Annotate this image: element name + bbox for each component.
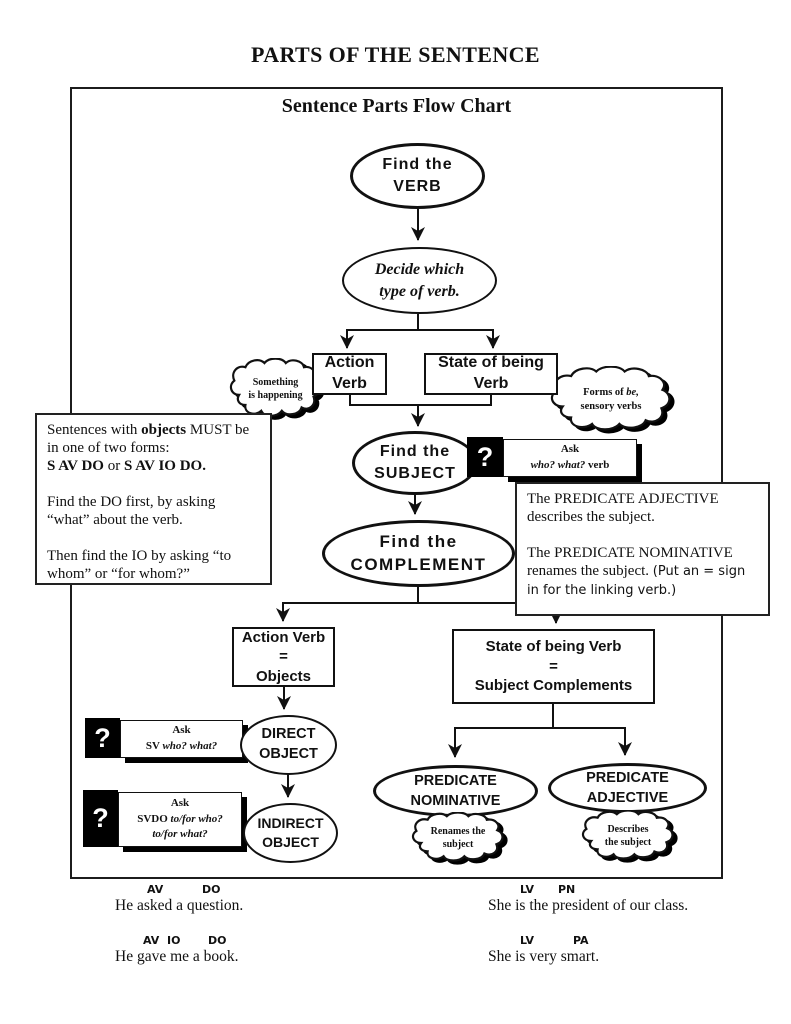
chart-heading: Sentence Parts Flow Chart — [281, 95, 512, 117]
cloud-something-is-happening: Something is happening — [228, 358, 323, 420]
grammar-label: AV — [143, 934, 160, 947]
node-action-verb-objects: Action Verb = Objects — [232, 627, 335, 687]
ask-direct-object-box: Ask SV who? what? — [120, 720, 243, 758]
question-mark-badge: ? — [467, 437, 503, 477]
grammar-label: IO — [167, 934, 181, 947]
node-find-verb: Find the VERB — [350, 143, 485, 209]
node-state-verb-subject-complements: State of being Verb = Subject Complement… — [452, 629, 655, 704]
predicate-note: The PREDICATE ADJECTIVE describes the su… — [515, 482, 770, 616]
node-find-subject: Find the SUBJECT — [352, 431, 478, 495]
page-title: PARTS OF THE SENTENCE — [250, 42, 540, 67]
ask-subject-box: Ask who? what? verb — [503, 439, 637, 477]
cloud-forms-of-be: Forms of be, sensory verbs — [548, 366, 674, 434]
cloud-shape — [580, 810, 676, 862]
grammar-label: PN — [558, 883, 576, 896]
question-mark-badge: ? — [83, 790, 118, 847]
node-find-complement: Find the COMPLEMENT — [322, 520, 515, 587]
node-state-of-being-verb: State of being Verb — [424, 353, 558, 395]
node-predicate-adjective: PREDICATE ADJECTIVE — [548, 763, 707, 813]
cloud-describes-the-subject: Describes the subject — [580, 810, 676, 862]
example-av-io-do: AV IO DO He gave me a book. — [115, 934, 335, 966]
grammar-label: DO — [208, 934, 227, 947]
grammar-label: LV — [520, 883, 535, 896]
grammar-label: PA — [573, 934, 589, 947]
example-sentence: He gave me a book. — [115, 948, 239, 965]
example-sentence: She is the president of our class. — [488, 897, 689, 914]
cloud-shape — [410, 812, 506, 864]
grammar-label: AV — [147, 883, 164, 896]
cloud-renames-the-subject: Renames the subject — [410, 812, 506, 864]
cloud-shape — [548, 366, 674, 434]
question-mark-badge: ? — [85, 718, 120, 758]
node-indirect-object: INDIRECT OBJECT — [243, 803, 338, 863]
node-direct-object: DIRECT OBJECT — [240, 715, 337, 775]
node-decide-verb-type: Decide which type of verb. — [342, 247, 497, 314]
example-av-do: AV DO He asked a question. — [115, 883, 335, 915]
grammar-label: DO — [202, 883, 221, 896]
node-action-verb: Action Verb — [312, 353, 387, 395]
example-lv-pn: LV PN She is the president of our class. — [488, 883, 718, 915]
node-predicate-nominative: PREDICATE NOMINATIVE — [373, 765, 538, 817]
example-sentence: He asked a question. — [115, 897, 244, 914]
ask-indirect-object-box: Ask SVDO to/for who? to/for what? — [118, 792, 242, 847]
objects-note: Sentences with objects MUST be in one of… — [35, 413, 272, 585]
grammar-label: LV — [520, 934, 535, 947]
example-sentence: She is very smart. — [488, 948, 600, 965]
example-lv-pa: LV PA She is very smart. — [488, 934, 718, 966]
